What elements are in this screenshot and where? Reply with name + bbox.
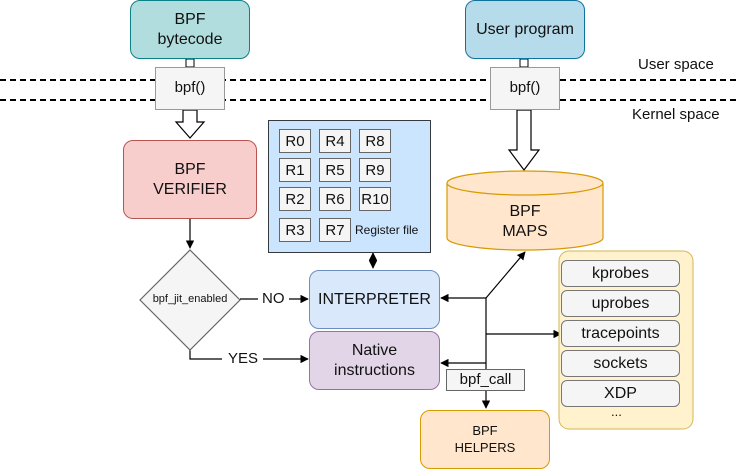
hollow-arrow-to-verifier — [174, 109, 206, 139]
decision-diamond — [139, 249, 241, 351]
interpreter-box: INTERPRETER — [309, 270, 440, 329]
verifier-line1: BPF — [174, 160, 206, 178]
bpf-syscall-left: bpf() — [155, 67, 225, 110]
native-line2: instructions — [334, 361, 415, 379]
bpf-syscall-left-label: bpf() — [174, 79, 206, 97]
bpf-bytecode-line1: BPF — [174, 10, 206, 28]
register-r6: R6 — [319, 187, 351, 211]
user-space-label: User space — [638, 56, 714, 73]
bpf-maps-label: BPF MAPS — [447, 200, 603, 244]
native-line1: Native — [351, 341, 398, 359]
hollow-arrow-to-maps — [507, 109, 541, 171]
bpf-maps-cylinder — [446, 170, 604, 251]
native-instructions-box: Native instructions — [309, 331, 440, 390]
bpf-syscall-right: bpf() — [490, 67, 560, 110]
hook-uprobes: uprobes — [561, 290, 680, 317]
bpf-call-label: bpf_call — [459, 370, 512, 388]
register-r3: R3 — [279, 218, 311, 242]
bpf-bytecode-box: BPF bytecode — [130, 0, 250, 59]
register-r2: R2 — [279, 187, 311, 211]
user-program-label: User program — [476, 20, 574, 38]
decision-label: bpf_jit_enabled — [152, 293, 228, 305]
hook-tracepoints: tracepoints — [561, 320, 680, 347]
edge-yes-1 — [189, 350, 222, 360]
maps-line2: MAPS — [502, 223, 548, 240]
bus-top-to-maps — [485, 251, 526, 299]
register-r4: R4 — [319, 129, 351, 153]
register-r10: R10 — [359, 187, 391, 211]
bpf-verifier-box: BPF VERIFIER — [123, 140, 257, 219]
interpreter-label: INTERPRETER — [318, 290, 431, 308]
hook-more-ellipsis: ... — [611, 404, 622, 419]
register-file-label: Register file — [355, 223, 419, 237]
no-label: NO — [262, 290, 285, 307]
bpf-bytecode-line2: bytecode — [157, 30, 223, 48]
bpf-helpers-box: BPF HELPERS — [420, 410, 550, 469]
register-r9: R9 — [359, 158, 391, 182]
user-program-box: User program — [465, 0, 585, 59]
register-r8: R8 — [359, 129, 391, 153]
verifier-line2: VERIFIER — [153, 180, 227, 198]
helpers-line1: BPF — [472, 423, 498, 439]
register-r1: R1 — [279, 158, 311, 182]
register-r7: R7 — [319, 218, 351, 242]
hook-xdp: XDP — [561, 380, 680, 407]
bpf-call-box: bpf_call — [446, 369, 525, 391]
bpf-syscall-right-label: bpf() — [509, 79, 541, 97]
maps-line1: BPF — [509, 203, 541, 220]
yes-label: YES — [228, 350, 259, 367]
connector-left — [185, 58, 195, 68]
hook-sockets: sockets — [561, 350, 680, 377]
kernel-space-label: Kernel space — [632, 106, 720, 123]
hook-kprobes: kprobes — [561, 260, 680, 287]
connector-right — [519, 58, 529, 68]
register-r0: R0 — [279, 129, 311, 153]
helpers-line2: HELPERS — [454, 439, 516, 455]
register-file: R0 R4 R8 R1 R5 R9 R2 R6 R10 R3 R7 Regist… — [268, 120, 431, 253]
register-r5: R5 — [319, 158, 351, 182]
